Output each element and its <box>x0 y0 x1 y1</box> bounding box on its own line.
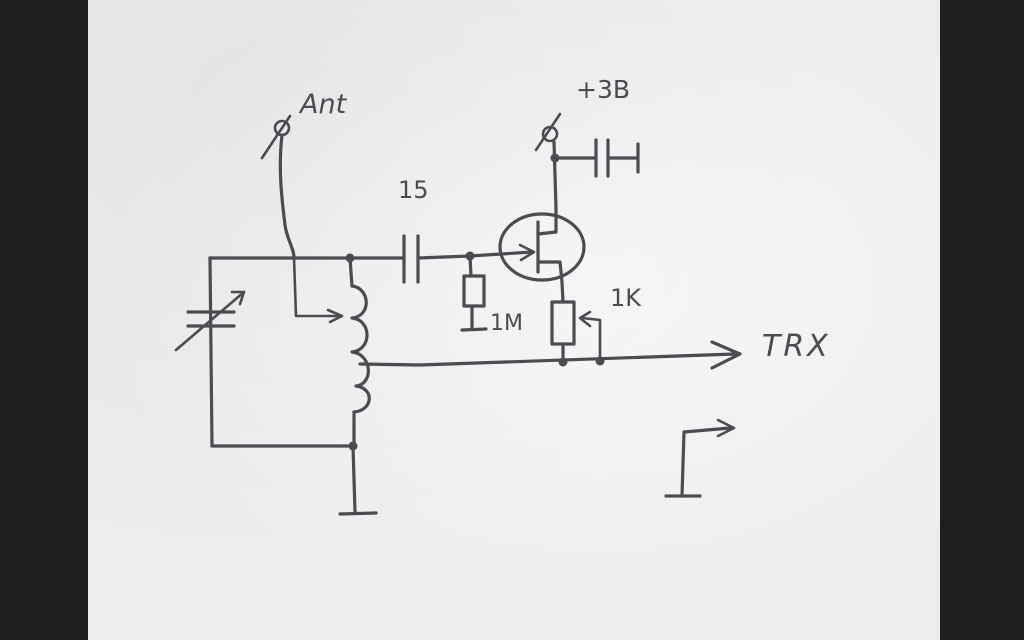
output-label: TRX <box>762 329 831 364</box>
tapped-inductor <box>348 256 371 448</box>
supply-label: +3B <box>576 75 630 104</box>
antenna-tap-wire <box>292 256 340 318</box>
tap-arrow <box>326 308 344 324</box>
jfet-transistor <box>498 206 586 284</box>
gate-resistor <box>460 251 488 332</box>
decoupling-capacitor <box>550 138 640 178</box>
gate-arrow <box>518 243 536 262</box>
paper-sheet <box>88 0 940 640</box>
antenna-label: Ant <box>298 89 348 120</box>
antenna-terminal <box>260 114 296 260</box>
left-rail-wire <box>208 256 214 448</box>
output-wire <box>358 340 742 370</box>
source-resistor-label: 1K <box>610 284 642 312</box>
coupling-capacitor <box>402 234 472 284</box>
ground-arrow-sketch <box>664 418 736 498</box>
junction-dot <box>345 253 355 263</box>
capacitor-value-label: 15 <box>398 176 429 204</box>
supply-terminal <box>534 112 562 210</box>
gate-resistor-label: 1M <box>490 311 523 336</box>
ground-symbol <box>338 444 378 516</box>
variable-capacitor <box>174 290 246 352</box>
source-resistor <box>550 280 602 364</box>
